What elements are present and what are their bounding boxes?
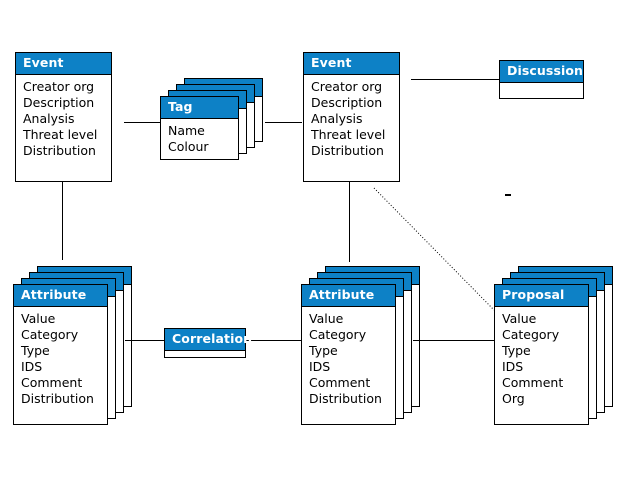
entity-title: Proposal: [495, 285, 588, 307]
field: Distribution: [23, 143, 96, 159]
field: IDS: [502, 359, 524, 375]
field: Name: [168, 123, 205, 138]
connector-attribute-middle-to-proposal: [413, 340, 494, 341]
field: Category: [21, 327, 79, 343]
entity-event-left[interactable]: Event Creator org Description Analysis T…: [15, 52, 112, 182]
connector-event-left-to-attribute-left: [62, 182, 63, 260]
field: Value: [21, 311, 56, 326]
field: Org: [502, 391, 525, 407]
field: Threat level: [23, 127, 98, 143]
entity-fields: Creator org Description Analysis Threat …: [16, 75, 111, 163]
field: Description: [311, 95, 383, 111]
field: Colour: [168, 139, 209, 155]
connector-attribute-left-to-correlation: [125, 340, 164, 341]
entity-fields: Creator org Description Analysis Threat …: [304, 75, 399, 163]
entity-proposal[interactable]: Proposal Value Category Type IDS Comment…: [494, 284, 589, 425]
entity-title: Attribute: [302, 285, 395, 307]
field: Analysis: [311, 111, 363, 127]
entity-fields: Value Category Type IDS Comment Org: [495, 307, 588, 412]
field: Value: [502, 311, 537, 326]
entity-fields: Value Category Type IDS Comment Distribu…: [14, 307, 107, 412]
field: Creator org: [23, 79, 95, 94]
entity-tag[interactable]: Tag Name Colour: [160, 96, 239, 160]
field: Comment: [21, 375, 83, 391]
field: IDS: [309, 359, 331, 375]
entity-title: Event: [304, 53, 399, 75]
entity-attribute-left[interactable]: Attribute Value Category Type IDS Commen…: [13, 284, 108, 425]
field: Type: [502, 343, 531, 359]
field: Analysis: [23, 111, 75, 127]
entity-title: Attribute: [14, 285, 107, 307]
entity-title: Tag: [161, 97, 238, 119]
field: Category: [502, 327, 560, 343]
entity-attribute-middle[interactable]: Attribute Value Category Type IDS Commen…: [301, 284, 396, 425]
entity-event-right[interactable]: Event Creator org Description Analysis T…: [303, 52, 400, 182]
connector-event-right-to-attribute-middle: [349, 182, 350, 262]
connector-event-right-to-discussion: [411, 79, 499, 80]
field: Creator org: [311, 79, 383, 94]
connector-event-left-to-tag: [124, 122, 160, 123]
field: Description: [23, 95, 95, 111]
field: Category: [309, 327, 367, 343]
entity-fields: [165, 351, 245, 360]
field: Type: [309, 343, 338, 359]
entity-title: Event: [16, 53, 111, 75]
entity-fields: [500, 83, 583, 103]
entity-correlation[interactable]: Correlation: [164, 328, 252, 360]
field: Comment: [309, 375, 371, 391]
field: Distribution: [309, 391, 382, 407]
field: Type: [21, 343, 50, 359]
field: IDS: [21, 359, 43, 375]
stray-mark: [505, 194, 511, 196]
connector-correlation-to-attribute-middle: [246, 340, 301, 341]
entity-title: Correlation: [165, 329, 252, 351]
entity-fields: Name Colour: [161, 119, 238, 159]
field: Distribution: [311, 143, 384, 159]
connector-tag-to-event-right: [265, 122, 302, 123]
entity-title: Discussion: [500, 61, 583, 83]
entity-fields: Value Category Type IDS Comment Distribu…: [302, 307, 395, 412]
field: Threat level: [311, 127, 386, 143]
entity-discussion[interactable]: Discussion: [499, 60, 584, 99]
field: Distribution: [21, 391, 94, 407]
field: Value: [309, 311, 344, 326]
field: Comment: [502, 375, 564, 391]
